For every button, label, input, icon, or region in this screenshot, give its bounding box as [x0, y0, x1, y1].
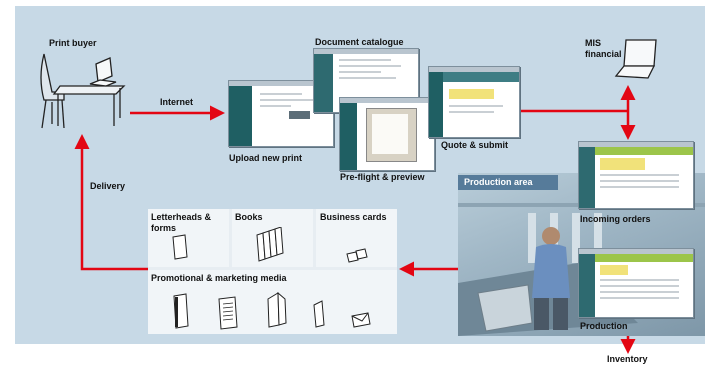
- business-cards-icon: [346, 248, 368, 263]
- letterheads-forms-label: Letterheads & forms: [151, 212, 212, 233]
- upload-new-print-label: Upload new print: [229, 153, 302, 163]
- upload-screen-thumbnail: [228, 80, 334, 147]
- document-icon: [218, 296, 238, 330]
- quote-submit-label: Quote & submit: [441, 140, 508, 150]
- incoming-orders-label: Incoming orders: [580, 214, 651, 224]
- business-cards-label: Business cards: [320, 212, 387, 222]
- leaflet-icon: [313, 300, 325, 328]
- letterheads-cell: [148, 209, 229, 267]
- production-area-tag: Production area: [458, 175, 558, 190]
- delivery-label: Delivery: [90, 181, 126, 191]
- incoming-orders-screen-thumbnail: [578, 141, 694, 209]
- envelope-icon: [351, 312, 371, 328]
- folded-brochure-icon: [267, 291, 287, 328]
- internet-label: Internet: [160, 97, 194, 107]
- preflight-screen-thumbnail: [339, 97, 435, 171]
- mis-financial-label: MIS financial: [585, 38, 622, 59]
- production-label: Production: [580, 321, 628, 331]
- print-buyer-label: Print buyer: [49, 38, 97, 48]
- books-label: Books: [235, 212, 263, 222]
- inventory-label: Inventory: [607, 354, 648, 364]
- desk-computer-icon: [40, 53, 126, 129]
- pre-flight-preview-label: Pre-flight & preview: [340, 172, 425, 182]
- binder-icon: [173, 293, 189, 329]
- quote-screen-thumbnail: [428, 66, 520, 138]
- promotional-marketing-label: Promotional & marketing media: [151, 273, 287, 283]
- document-catalogue-label: Document catalogue: [315, 37, 404, 47]
- books-icon: [256, 227, 284, 262]
- production-screen-thumbnail: [578, 248, 694, 318]
- laptop-icon: [614, 39, 657, 79]
- letterhead-icon: [172, 234, 188, 260]
